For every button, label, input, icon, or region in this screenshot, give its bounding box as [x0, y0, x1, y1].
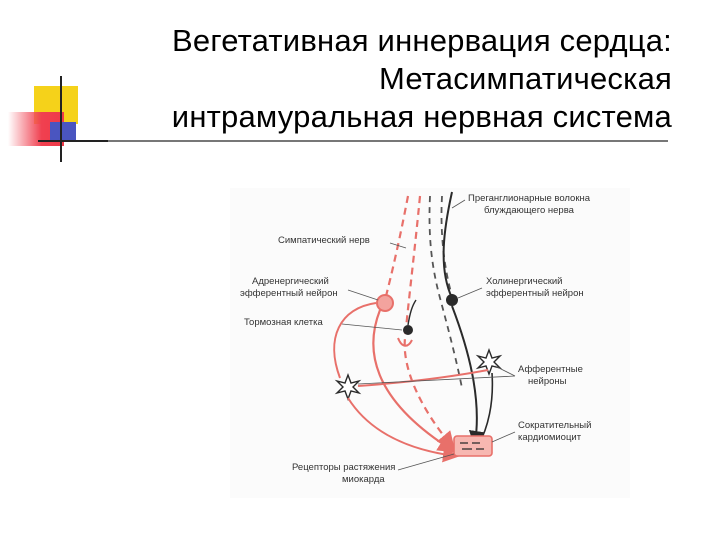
label-receptors-1: Рецепторы растяжения: [292, 462, 395, 473]
label-afferent-1: Афферентные: [518, 364, 583, 375]
title-line-2: Метасимпатическая: [90, 60, 672, 98]
title-line-1: Вегетативная иннервация сердца:: [90, 22, 672, 60]
label-preganglionic-1: Преганглионарные волокна: [468, 193, 591, 204]
label-cholinergic-1: Холинергический: [486, 276, 563, 287]
decor-underline-accent: [38, 140, 108, 142]
label-receptors-2: миокарда: [342, 474, 385, 485]
diagram-svg: Преганглионарные волокна блуждающего нер…: [230, 188, 630, 498]
label-afferent-2: нейроны: [528, 376, 567, 387]
adrenergic-neuron: [377, 295, 393, 311]
title-line-3: интрамуральная нервная система: [90, 98, 672, 136]
inhibitory-cell: [403, 325, 413, 335]
label-preganglionic-2: блуждающего нерва: [484, 205, 575, 216]
decor-vertical-line: [60, 76, 62, 162]
cholinergic-neuron: [446, 294, 458, 306]
label-adrenergic-1: Адренергический: [252, 276, 329, 287]
label-sympathetic: Симпатический нерв: [278, 235, 370, 246]
label-adrenergic-2: эфферентный нейрон: [240, 288, 338, 299]
title-underline: [38, 140, 668, 142]
innervation-diagram: Преганглионарные волокна блуждающего нер…: [230, 188, 630, 498]
page-title: Вегетативная иннервация сердца: Метасимп…: [90, 22, 672, 136]
label-cholinergic-2: эфферентный нейрон: [486, 288, 584, 299]
label-cardiomyocyte-1: Сократительный: [518, 420, 591, 431]
decor-blue-square: [50, 122, 76, 140]
label-inhibitory: Тормозная клетка: [244, 317, 323, 328]
label-cardiomyocyte-2: кардиомиоцит: [518, 432, 582, 443]
cardiomyocyte: [454, 436, 492, 456]
